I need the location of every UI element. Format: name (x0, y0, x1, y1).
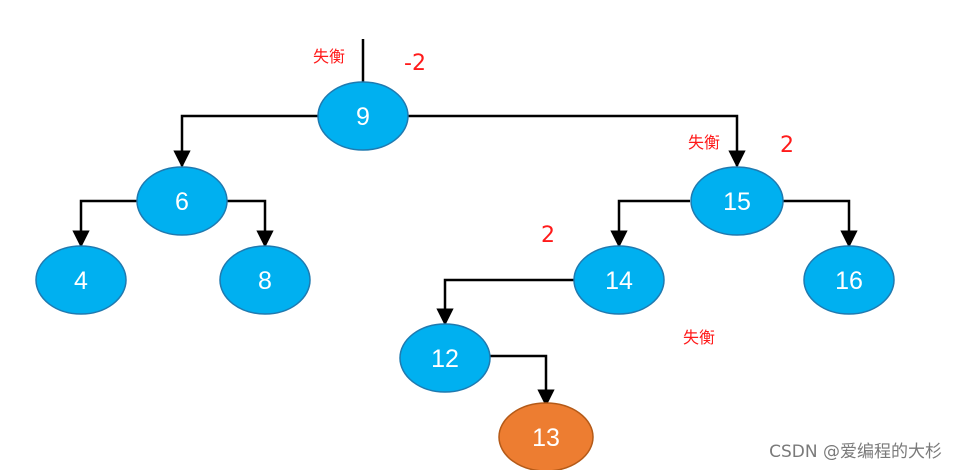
tree-edges (72, 39, 858, 407)
tree-node-8: 8 (219, 245, 311, 315)
tree-node-9: 9 (317, 81, 409, 151)
tree-node-6: 6 (136, 166, 228, 236)
tree-node-12: 12 (399, 323, 491, 393)
unbalanced-label-root: 失衡 (313, 47, 345, 66)
edge-12-13 (490, 354, 555, 407)
edge-6-8 (226, 199, 274, 248)
node-label-16: 16 (835, 267, 863, 295)
unbalanced-label-15: 失衡 (688, 133, 720, 152)
edge-9-6 (173, 114, 320, 168)
edge-15-16 (782, 199, 858, 248)
edge-14-12 (436, 278, 575, 326)
edge-15-14 (610, 199, 690, 248)
unbalanced-label-14: 失衡 (683, 328, 715, 347)
watermark: CSDN @爱编程的大杉 (769, 442, 942, 462)
edge-6-4 (72, 199, 138, 248)
balance-factor-14: 2 (541, 223, 555, 248)
tree-node-14: 14 (573, 245, 665, 315)
node-label-4: 4 (74, 267, 88, 295)
edge-9-15 (406, 114, 746, 168)
tree-node-13-new: 13 (498, 402, 594, 470)
tree-node-15: 15 (690, 166, 784, 236)
balance-factor-15: 2 (780, 133, 794, 158)
node-label-6: 6 (175, 188, 189, 216)
node-label-8: 8 (258, 267, 272, 295)
node-label-9: 9 (356, 103, 370, 131)
tree-node-4: 4 (35, 245, 127, 315)
node-label-14: 14 (605, 267, 633, 295)
node-label-13: 13 (532, 424, 560, 452)
balance-factor-root: -2 (404, 51, 426, 76)
tree-node-16: 16 (803, 245, 895, 315)
node-label-15: 15 (723, 188, 751, 216)
node-label-12: 12 (431, 345, 459, 373)
